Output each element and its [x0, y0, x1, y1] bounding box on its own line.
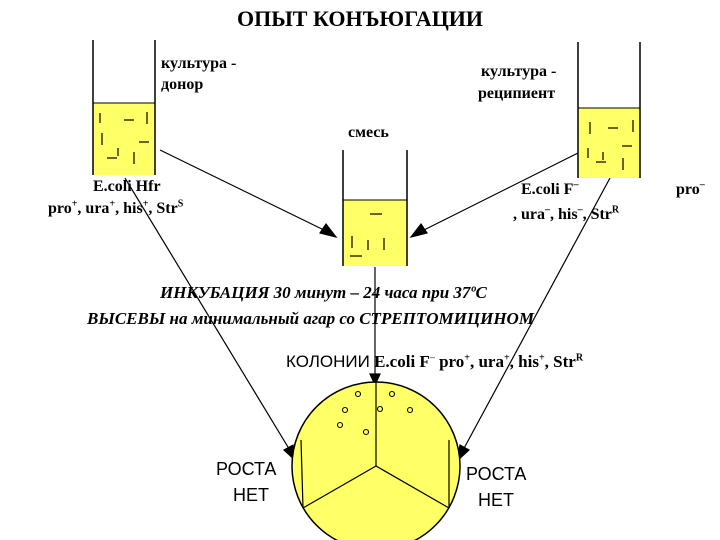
arrow-donor-to-mix — [159, 149, 329, 233]
donor-tube — [92, 40, 156, 175]
recipient-tube-label-2: реципиент — [478, 85, 556, 102]
arrow-head-plate-top — [369, 373, 381, 387]
recipient-marker-pro: pro– — [676, 179, 705, 198]
arrow-recipient-to-plate — [461, 177, 611, 453]
result-left-line-2: НЕТ — [233, 485, 269, 505]
arrow-recipient-to-mix — [419, 152, 579, 233]
plate-colonies — [336, 390, 414, 436]
result-left-line-1: РОСТА — [216, 459, 277, 479]
result-right-line-1: РОСТА — [466, 464, 527, 484]
donor-tube-label-1: культура - — [161, 55, 237, 72]
recipient-strain-name: E.coli F– — [521, 179, 579, 198]
recipient-tube-label-1: культура - — [481, 63, 557, 80]
donor-strain-name: E.coli Hfr — [93, 178, 161, 195]
colonies-result: КОЛОНИИ E.coli F– pro+, ura+, his+, StrR — [286, 352, 584, 371]
page-title: ОПЫТ КОНЪЮГАЦИИ — [236, 6, 484, 31]
petri-plate — [291, 381, 461, 540]
donor-tube-label-2: донор — [161, 76, 204, 93]
mix-tube-label: смесь — [348, 124, 389, 141]
mix-bacteria — [350, 213, 385, 257]
recipient-tube — [577, 42, 641, 178]
arrow-head-mix-right — [409, 222, 428, 239]
donor-bacteria — [99, 112, 149, 164]
plate-sector-line-left — [300, 439, 304, 509]
result-right-line-2: НЕТ — [478, 490, 514, 510]
recipient-bacteria — [587, 120, 634, 170]
arrow-donor-to-plate — [124, 177, 292, 453]
mix-tube — [342, 150, 408, 266]
donor-strain-markers: pro+, ura+, his+, StrS — [48, 198, 184, 217]
incubation-line-1: ИНКУБАЦИЯ 30 минут – 24 часа при 37ºС — [160, 283, 487, 302]
incubation-line-2: ВЫСЕВЫ на минимальный агар со СТРЕПТОМИЦ… — [87, 309, 534, 328]
recipient-strain-markers: , ura–, his–, StrR — [513, 204, 620, 223]
arrow-head-mix-left — [319, 222, 338, 239]
